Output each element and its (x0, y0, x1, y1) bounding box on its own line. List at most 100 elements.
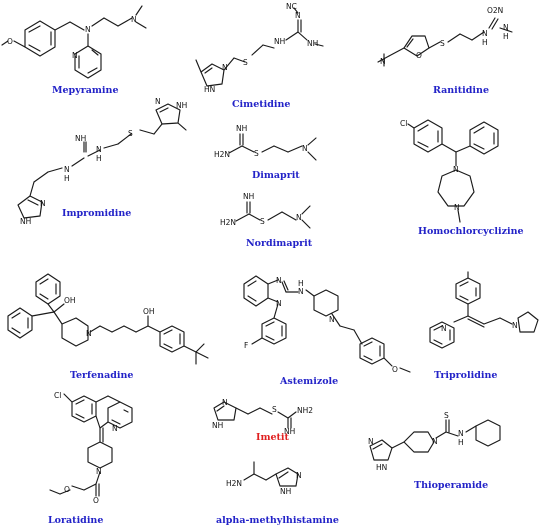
atom-label: F (244, 341, 248, 350)
atom-label: N (86, 329, 92, 338)
atom-label: N (380, 57, 386, 66)
imetit-structure: N NH S NH2 NH Imetit (212, 398, 313, 443)
atom-label: N (482, 29, 488, 38)
terfenadine-structure: OH N OH Terfenadine (7, 273, 209, 381)
atom-label: O (416, 51, 422, 60)
atom-label: N (40, 199, 46, 208)
compound-name-nordimaprit: Nordimaprit (246, 238, 313, 249)
impromidine-structure: S N H NH N H NH N N NH Impromidine (17, 97, 187, 226)
atom-label: N (512, 321, 518, 330)
atom-label: Cl (54, 391, 61, 400)
atom-label: N (222, 63, 228, 72)
atom-label: N (295, 11, 301, 20)
atom-label: N (368, 437, 374, 446)
compound-name-dimaprit: Dimaprit (252, 170, 300, 181)
atom-label: S (272, 405, 277, 414)
atom-label: S (243, 58, 248, 67)
compound-name-cimetidine: Cimetidine (232, 99, 290, 110)
atom-label: H (298, 279, 304, 288)
atom-label: N (296, 213, 302, 222)
atom-label: N (64, 165, 70, 174)
atom-label: NH2 (297, 406, 313, 415)
atom-label: O (64, 485, 70, 494)
atom-label: N (454, 203, 460, 212)
ranitidine-structure: N O S N H N H O2N Ranitidine (377, 6, 513, 96)
compound-name-loratidine: Loratidine (48, 515, 103, 526)
atom-label: NH (280, 487, 291, 496)
atom-label: OH (64, 296, 76, 305)
atom-label: H (96, 154, 102, 163)
atom-label: NH (75, 134, 86, 143)
atom-label: H2N (214, 150, 230, 159)
mepyramine-structure: O N N N Mepyramine (1, 5, 147, 96)
atom-label: S (444, 411, 449, 420)
compound-name-astemizole: Astemizole (279, 376, 338, 387)
atom-label: NH (274, 37, 285, 46)
alpha-methylhistamine-structure: H2N N NH alpha-methylhistamine (216, 461, 339, 526)
compound-name-impromidine: Impromidine (62, 208, 131, 219)
atom-label: H (458, 438, 464, 447)
compound-name-homochlorcyclizine: Homochlorcyclizine (418, 226, 524, 237)
thioperamide-structure: N S N H N HN Thioperamide (368, 411, 501, 491)
compound-name-imetit: Imetit (256, 432, 290, 443)
homochlorcyclizine-structure: Cl N N Homochlorcyclizine (400, 119, 524, 237)
loratidine-structure: Cl N N O O Loratidine (48, 391, 133, 526)
cimetidine-structure: S NH NH N NC HN N Cimetidine (195, 2, 324, 110)
atom-label: N (222, 398, 228, 407)
atom-label: N (296, 471, 302, 480)
atom-label: S (128, 129, 133, 138)
atom-label: Cl (400, 119, 407, 128)
atom-label: N (276, 299, 282, 308)
compound-name-triprolidine: Triprolidine (434, 370, 497, 381)
atom-label: NH (284, 427, 295, 436)
atom-label: N (458, 429, 464, 438)
atom-label: NC (286, 2, 297, 11)
triprolidine-structure: N N Triprolidine (429, 271, 539, 381)
atom-label: NH (307, 39, 318, 48)
atom-label: N (453, 165, 459, 174)
atom-label: N (503, 23, 509, 32)
atom-label: NH (243, 192, 254, 201)
atom-label: N (432, 437, 438, 446)
compound-name-thioperamide: Thioperamide (414, 480, 488, 491)
dimaprit-structure: NH H2N S N Dimaprit (214, 124, 317, 181)
atom-label: H (503, 32, 509, 41)
atom-label: NH (20, 217, 31, 226)
atom-label: N (96, 145, 102, 154)
atom-label: NH (212, 421, 223, 430)
atom-label: O2N (487, 6, 503, 15)
atom-label: S (440, 39, 445, 48)
atom-label: H2N (226, 479, 242, 488)
compound-name-terfenadine: Terfenadine (70, 370, 133, 381)
atom-label: HN (376, 463, 387, 472)
atom-label: NH (176, 101, 187, 110)
atom-label: N (72, 51, 78, 60)
atom-label: S (260, 217, 265, 226)
atom-label: HN (204, 85, 215, 94)
astemizole-structure: N N H N N O F Astemizole (243, 275, 411, 387)
atom-label: O (7, 37, 13, 46)
atom-label: O (93, 496, 99, 505)
atom-label: S (254, 149, 259, 158)
atom-label: N (302, 144, 308, 153)
atom-label: N (85, 25, 91, 34)
compound-name-alpha-methylhistamine: alpha-methylhistamine (216, 515, 339, 526)
atom-label: H2N (220, 218, 236, 227)
compound-name-mepyramine: Mepyramine (52, 85, 119, 96)
atom-label: N (96, 467, 102, 476)
atom-label: N (112, 424, 118, 433)
atom-label: N (276, 276, 282, 285)
atom-label: O (392, 365, 398, 374)
atom-label: OH (143, 307, 155, 316)
atom-label: N (441, 324, 447, 333)
atom-label: H (482, 38, 488, 47)
atom-label: H (64, 174, 70, 183)
atom-label: N (155, 97, 161, 106)
atom-label: NH (236, 124, 247, 133)
nordimaprit-structure: NH H2N S N Nordimaprit (220, 192, 313, 249)
atom-label: N (298, 287, 304, 296)
atom-label: N (131, 15, 137, 24)
compound-name-ranitidine: Ranitidine (433, 85, 489, 96)
atom-label: N (329, 315, 335, 324)
